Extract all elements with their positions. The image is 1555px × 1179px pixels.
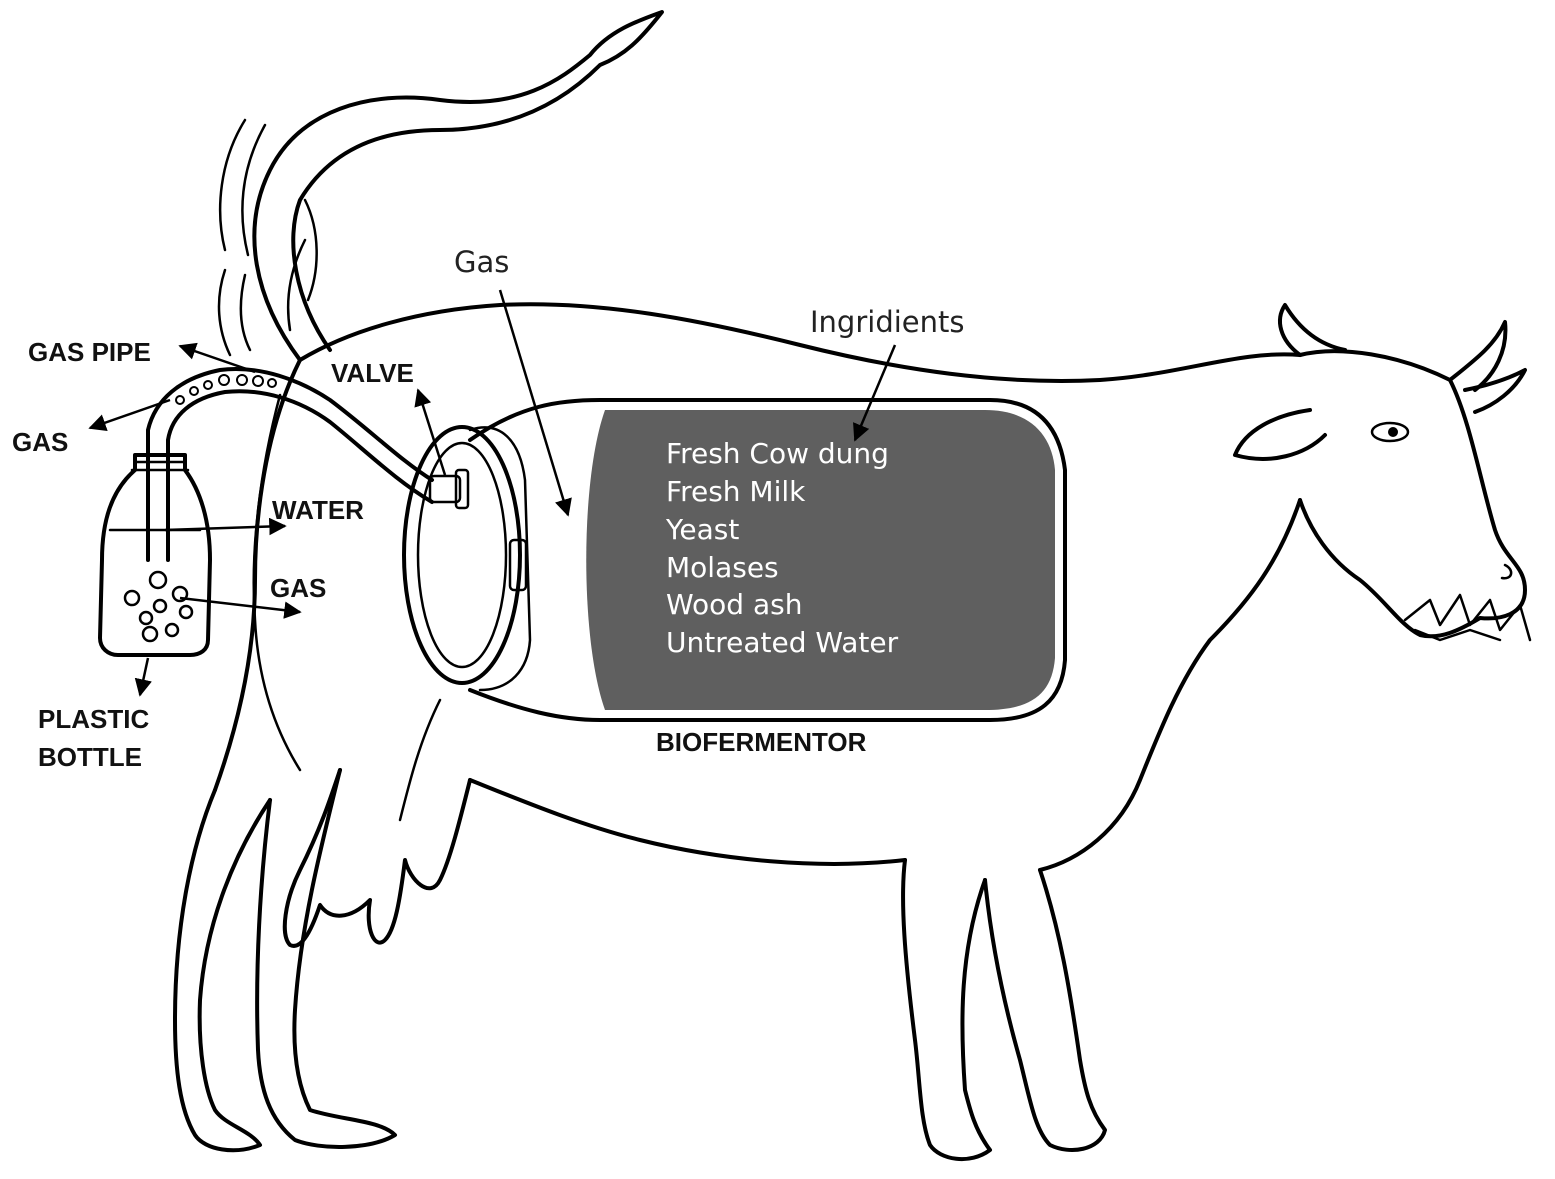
label-plastic: PLASTIC [38, 704, 149, 734]
valve [430, 470, 468, 508]
ingredient-item: Fresh Cow dung [666, 437, 889, 470]
label-gas-left: GAS [12, 427, 68, 457]
bottle-neck-rings [132, 462, 188, 470]
plastic-bottle [100, 455, 210, 655]
cow-ear-left [1235, 410, 1325, 459]
bottle-bubbles [125, 572, 192, 641]
arrow-gas-left [90, 400, 170, 428]
cow-front-leg-1 [985, 870, 1105, 1150]
bottle-outline [100, 455, 210, 655]
ingredient-item: Molases [666, 551, 779, 584]
cow-hind-leg-1 [257, 770, 395, 1147]
cow-nostril [1502, 565, 1511, 578]
arrow-gas-pipe [180, 346, 255, 372]
label-ingredients-header: Ingridients [810, 305, 965, 339]
label-bottle: BOTTLE [38, 742, 142, 772]
cow-pupil [1388, 427, 1398, 437]
ingredient-item: Yeast [665, 513, 739, 546]
cow-back [300, 304, 1300, 381]
cow-neck-chest [1040, 500, 1300, 870]
cow-rump-detail [254, 395, 440, 820]
tail-motion-lines [219, 120, 317, 355]
arrow-plastic-bottle [140, 658, 148, 695]
label-biofermentor: BIOFERMENTOR [656, 727, 867, 757]
pipe-outer [148, 369, 432, 560]
ingredient-item: Fresh Milk [666, 475, 806, 508]
ingredient-item: Wood ash [666, 588, 802, 621]
cow-mouth-grass [1405, 595, 1530, 640]
gas-pipe [148, 369, 432, 560]
ingredient-item: Untreated Water [666, 626, 899, 659]
cow-head [1300, 351, 1525, 636]
label-gas-bottle: GAS [270, 573, 326, 603]
label-valve: VALVE [331, 358, 414, 388]
label-water: WATER [272, 495, 364, 525]
cow-udder [285, 770, 470, 946]
cow-horn-left [1280, 305, 1345, 355]
cow-belly [470, 780, 905, 864]
arrow-water [165, 526, 285, 530]
label-gas-pipe: GAS PIPE [28, 337, 151, 367]
cow-front-leg-2 [903, 860, 990, 1159]
tank-lid-outer [404, 427, 520, 683]
label-gas-top: Gas [454, 245, 509, 279]
